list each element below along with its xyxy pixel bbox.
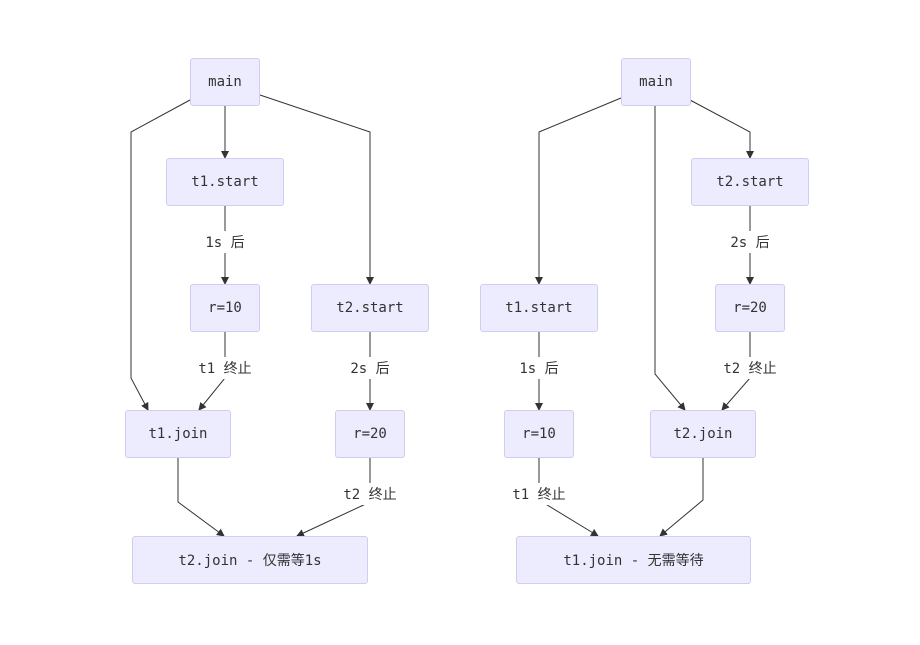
edge-label-t2-after-2s-right: 2s 后 bbox=[727, 231, 773, 253]
edge-label-t1-after-1s-right: 1s 后 bbox=[516, 357, 562, 379]
node-t2-start-left: t2.start bbox=[311, 284, 429, 332]
edge-label-t1-end-right: t1 终止 bbox=[509, 483, 569, 505]
edge-label-t2-end-right: t2 终止 bbox=[720, 357, 780, 379]
node-t2-join-right: t2.join bbox=[650, 410, 756, 458]
node-t2-start-right: t2.start bbox=[691, 158, 809, 206]
node-main-left: main bbox=[190, 58, 260, 106]
edge-t1join-t2join-left bbox=[177, 458, 225, 537]
edge-main-t1start-right bbox=[535, 97, 622, 285]
node-t1-start-left: t1.start bbox=[166, 158, 284, 206]
edge-main-t2start-right bbox=[689, 99, 754, 159]
node-r20-right: r=20 bbox=[715, 284, 785, 332]
node-r10-left: r=10 bbox=[190, 284, 260, 332]
edge-main-t2start-left bbox=[259, 94, 374, 285]
node-main-right: main bbox=[621, 58, 691, 106]
edge-main-t2join-right bbox=[654, 105, 686, 411]
edge-main-t1join-left bbox=[130, 99, 191, 411]
node-t1-join-left: t1.join bbox=[125, 410, 231, 458]
node-t1-start-right: t1.start bbox=[480, 284, 598, 332]
node-r10-right: r=10 bbox=[504, 410, 574, 458]
edge-label-t1-end-left: t1 终止 bbox=[195, 357, 255, 379]
edge-label-t1-after-1s-left: 1s 后 bbox=[202, 231, 248, 253]
edge-label-t2-end-left: t2 终止 bbox=[340, 483, 400, 505]
node-r20-left: r=20 bbox=[335, 410, 405, 458]
node-t2-join-left: t2.join - 仅需等1s bbox=[132, 536, 368, 584]
edge-label-t2-after-2s-left: 2s 后 bbox=[347, 357, 393, 379]
node-t1-join-right: t1.join - 无需等待 bbox=[516, 536, 751, 584]
edge-t2join-t1join-right bbox=[659, 458, 704, 537]
